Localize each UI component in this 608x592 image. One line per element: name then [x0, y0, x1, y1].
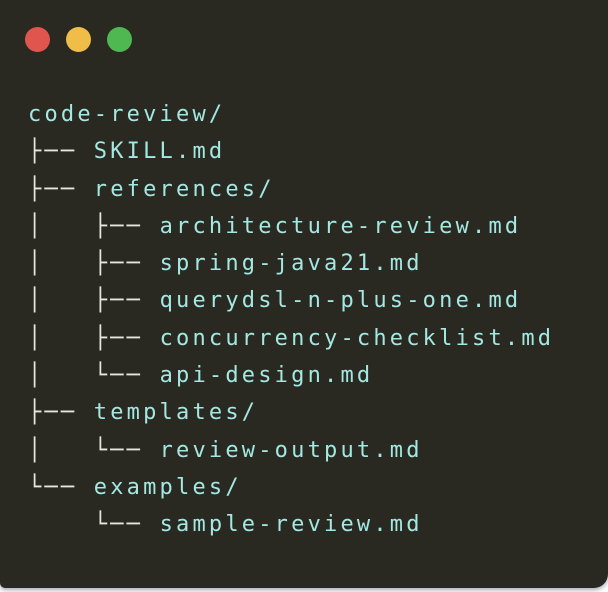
tree-row: └── examples/ — [28, 469, 554, 506]
close-window-button[interactable] — [25, 27, 50, 52]
tree-row: ├── templates/ — [28, 394, 554, 431]
tree-row: │ ├── concurrency-checklist.md — [28, 320, 554, 357]
directory-name: references/ — [93, 176, 275, 202]
file-name: api-design.md — [159, 363, 374, 389]
tree-row: ├── SKILL.md — [28, 133, 554, 170]
tree-branch-glyphs: │ ├── — [28, 325, 160, 351]
tree-row: │ ├── architecture-review.md — [28, 208, 554, 245]
file-name: SKILL.md — [93, 139, 226, 165]
file-name: review-output.md — [159, 437, 423, 463]
tree-branch-glyphs: │ ├── — [28, 288, 160, 314]
file-tree: code-review/├── SKILL.md├── references/│… — [28, 96, 554, 544]
file-name: querydsl-n-plus-one.md — [159, 288, 522, 314]
tree-branch-glyphs: ├── — [28, 400, 94, 426]
tree-branch-glyphs: ├── — [28, 139, 94, 165]
tree-branch-glyphs: │ └── — [28, 437, 160, 463]
directory-name: templates/ — [93, 400, 259, 426]
tree-row: │ ├── querydsl-n-plus-one.md — [28, 282, 554, 319]
tree-branch-glyphs: └── — [28, 512, 160, 538]
tree-branch-glyphs: │ ├── — [28, 251, 160, 277]
zoom-window-button[interactable] — [107, 27, 132, 52]
directory-name: code-review/ — [28, 102, 226, 127]
tree-branch-glyphs: │ └── — [28, 363, 160, 389]
tree-branch-glyphs: │ ├── — [28, 213, 160, 239]
directory-name: examples/ — [93, 474, 242, 500]
file-name: sample-review.md — [159, 512, 423, 538]
tree-row: │ └── api-design.md — [28, 357, 554, 394]
tree-branch-glyphs: └── — [28, 474, 94, 500]
tree-row: │ └── review-output.md — [28, 432, 554, 469]
tree-row: ├── references/ — [28, 171, 554, 208]
file-name: spring-java21.md — [159, 251, 423, 277]
tree-row: └── sample-review.md — [28, 506, 554, 543]
tree-row: code-review/ — [28, 96, 554, 133]
tree-row: │ ├── spring-java21.md — [28, 245, 554, 282]
tree-branch-glyphs: ├── — [28, 176, 94, 202]
file-name: architecture-review.md — [159, 213, 522, 239]
file-name: concurrency-checklist.md — [159, 325, 555, 351]
minimize-window-button[interactable] — [66, 27, 91, 52]
traffic-lights — [25, 27, 132, 52]
